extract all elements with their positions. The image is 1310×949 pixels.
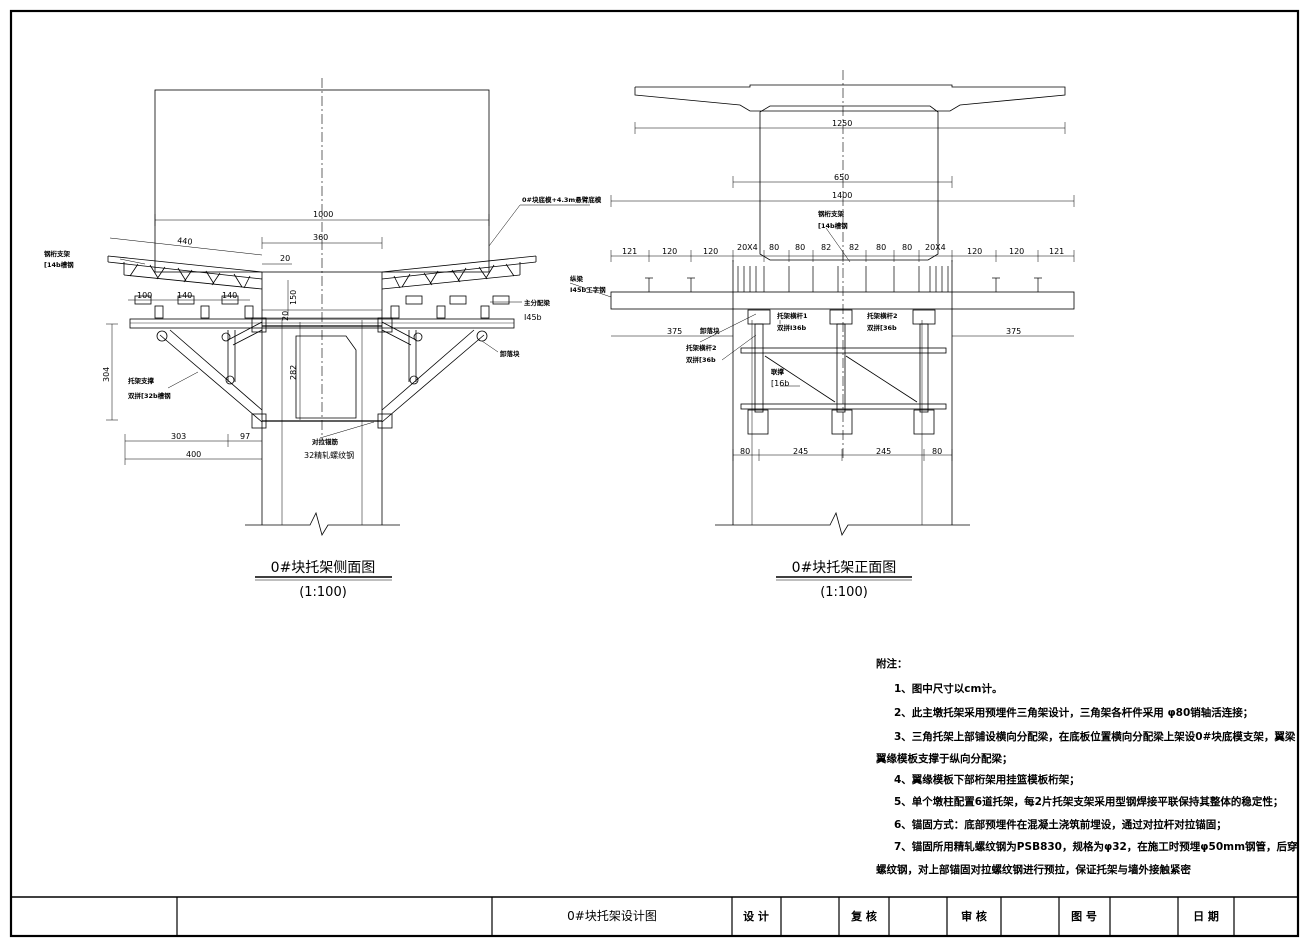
title-block-text: 0#块托架设计图 设 计 复 核 审 核 图 号 日 期 [567,909,1219,923]
dim-1000: 1000 [313,210,333,219]
front-view [569,70,1075,581]
note-line: 6、锚固方式：底部预埋件在混凝土浇筑前埋设，通过对拉杆对拉锚固； [894,818,1227,831]
label-bar2-left: 托架横杆2 [686,343,717,352]
audit-label: 审 核 [961,909,987,923]
note-line: 7、锚固所用精轧螺纹钢为PSB830，规格为φ32，在施工时预埋φ50mm钢管，… [894,840,1298,853]
label-channel-14b-side: [14b槽钢 [44,260,74,269]
label-link-spec: [16b [771,379,789,388]
dim-20-top: 20 [280,254,290,263]
dim-bottom-1: 245 [793,447,808,456]
design-label: 设 计 [743,909,769,923]
side-view-text: 1000 440 360 20 100 140 140 150 20 282 3… [44,195,602,600]
label-beam-spec: I45b工字钢 [570,285,606,294]
label-main-beam-spec: I45b [524,313,542,322]
dim-140-b: 140 [222,291,237,300]
dim-bottom-3: 80 [932,447,942,456]
note-line: 5、单个墩柱配置6道托架，每2片托架支架采用型钢焊接平联保持其整体的稳定性； [894,795,1283,808]
label-steel-support-side: 钢桁支架 [44,249,71,258]
label-bar2-right: 托架横杆2 [867,311,898,320]
dim-100: 100 [137,291,152,300]
label-brace-spec: 双拼[32b槽钢 [128,391,171,400]
dim-spacing-1: 120 [662,247,677,256]
dim-303: 303 [171,432,186,441]
dim-spacing-13: 121 [1049,247,1064,256]
drawing-name: 0#块托架设计图 [567,909,657,923]
front-view-text: 1250 650 1400 121 120 120 20X4 80 80 82 … [570,119,1064,600]
dim-20-side: 20 [281,311,290,321]
side-view-scale: (1:100) [299,585,347,600]
label-unload-block-side: 卸落块 [500,349,520,358]
dim-spacing-11: 120 [967,247,982,256]
label-top-note: 0#块底模+4.3m悬臂底模 [522,195,602,204]
dim-140-a: 140 [177,291,192,300]
label-tie-spec: 32精轧螺纹钢 [304,450,354,460]
note-line: 螺纹钢，对上部锚固对拉螺纹钢进行预拉，保证托架与墙外接触紧密 [876,863,1191,876]
note-line: 3、三角托架上部铺设横向分配梁，在底板位置横向分配梁上架设0#块底模支架，翼梁 [894,730,1296,743]
dim-bottom-0: 80 [740,447,750,456]
dim-spacing-0: 121 [622,247,637,256]
label-channel-14b-front: [14b槽钢 [818,221,848,230]
label-bar2-left-spec: 双拼[36b [686,355,716,364]
label-bar1: 托架横杆1 [777,311,808,320]
dim-360: 360 [313,233,328,242]
label-tie-anchor: 对拉锚筋 [312,437,339,446]
dim-1250: 1250 [832,119,852,128]
review-label: 复 核 [850,909,877,923]
dim-spacing-9: 80 [902,243,912,252]
dim-150: 150 [289,290,298,305]
outer-frame [9,9,1300,938]
side-view-title: 0#块托架侧面图 [271,560,376,576]
dim-304: 304 [102,367,111,382]
dim-650: 650 [834,173,849,182]
dim-spacing-4: 80 [769,243,779,252]
dim-bottom-2: 245 [876,447,891,456]
dim-spacing-10: 20X4 [925,243,946,252]
front-view-scale: (1:100) [820,585,868,600]
label-main-beam: 主分配梁 [524,298,551,307]
dim-spacing-7: 82 [849,243,859,252]
label-bracket-brace: 托架支撑 [128,376,155,385]
front-view-title: 0#块托架正面图 [792,560,897,576]
note-line: 翼缘模板支撑于纵向分配梁； [875,752,1013,765]
dim-spacing-5: 80 [795,243,805,252]
dim-spacing-3: 20X4 [737,243,758,252]
label-link: 联撑 [771,367,785,376]
dim-97: 97 [240,432,250,441]
dim-1400: 1400 [832,191,852,200]
label-steel-support-front: 钢桁支架 [818,209,845,218]
dim-400: 400 [186,450,201,459]
note-line: 2、此主墩托架采用预埋件三角架设计，三角架各杆件采用 φ80销轴活连接； [894,706,1253,719]
dim-440: 440 [177,236,193,247]
dim-spacing-8: 80 [876,243,886,252]
notes-block: 附注： 1、图中尺寸以cm计。 2、此主墩托架采用预埋件三角架设计，三角架各杆件… [875,657,1298,876]
dim-spacing-6: 82 [821,243,831,252]
date-label: 日 期 [1193,909,1219,923]
label-beam: 纵梁 [570,274,584,283]
note-line: 4、翼缘模板下部桁架用挂篮模板桁架； [894,773,1080,786]
dim-375-right: 375 [1006,327,1021,336]
title-block [176,897,1235,936]
dim-375-left: 375 [667,327,682,336]
notes-heading: 附注： [876,657,908,670]
dim-spacing-12: 120 [1009,247,1024,256]
label-unload-block-front: 卸落块 [700,326,720,335]
label-bar2-right-spec: 双拼[36b [867,323,897,332]
label-bar1-spec: 双拼I36b [777,323,806,332]
dim-spacing-2: 120 [703,247,718,256]
note-line: 1、图中尺寸以cm计。 [894,682,1002,695]
dim-282: 282 [289,365,298,380]
drawing-no-label: 图 号 [1071,910,1097,923]
side-view [106,78,590,581]
